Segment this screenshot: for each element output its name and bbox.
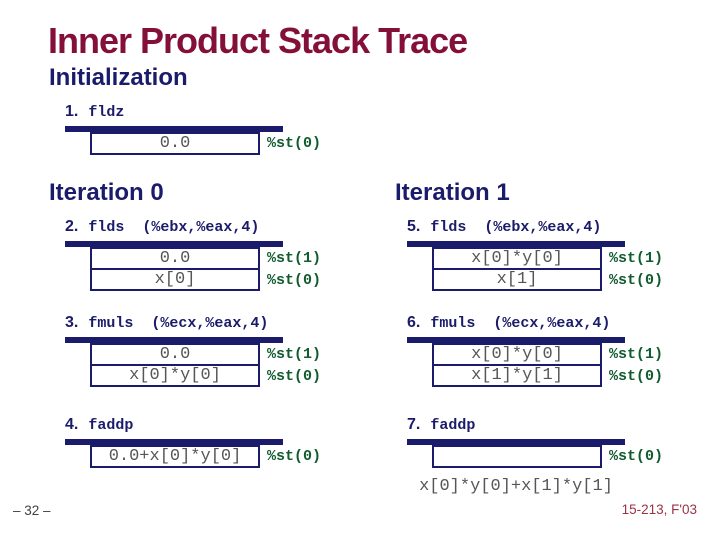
step-1-fldz: 1. fldz 0.0 %st(0)	[65, 103, 321, 155]
stack-row: x[1]*y[1] %st(0)	[432, 366, 663, 387]
instruction-text: faddp	[430, 417, 476, 434]
step-number: 6.	[407, 314, 421, 331]
page-number: – 32 –	[13, 503, 51, 518]
stack-row: x[0]*y[0] %st(1)	[432, 343, 663, 366]
step-instruction-line: 2. flds (%ebx,%eax,4)	[65, 218, 321, 236]
stack-row: x[0]*y[0] %st(0)	[90, 366, 321, 387]
register-label: %st(0)	[267, 368, 322, 385]
stack-row: 0.0+x[0]*y[0] %st(0)	[90, 445, 321, 468]
step-number: 1.	[65, 103, 79, 120]
step-instruction-line: 5. flds (%ebx,%eax,4)	[407, 218, 663, 236]
final-result-formula: x[0]*y[0]+x[1]*y[1]	[419, 477, 613, 496]
instruction-text: faddp	[88, 417, 134, 434]
register-label: %st(1)	[609, 346, 664, 363]
stack-top-bar	[65, 241, 283, 247]
step-instruction-line: 6. fmuls (%ecx,%eax,4)	[407, 314, 663, 332]
step-number: 3.	[65, 314, 79, 331]
register-label: %st(1)	[267, 250, 322, 267]
step-7-faddp: 7. faddp %st(0)	[407, 416, 663, 468]
stack-row: x[0] %st(0)	[90, 270, 321, 291]
step-instruction-line: 1. fldz	[65, 103, 321, 121]
stack-cell: x[0]*y[0]	[432, 247, 602, 270]
stack-cell: x[0]*y[0]	[90, 366, 260, 387]
register-label: %st(0)	[609, 368, 664, 385]
section-heading-iteration-0: Iteration 0	[49, 179, 164, 206]
step-5-flds: 5. flds (%ebx,%eax,4) x[0]*y[0] %st(1) x[…	[407, 218, 663, 291]
stack-cell: 0.0+x[0]*y[0]	[90, 445, 260, 468]
section-heading-iteration-1: Iteration 1	[395, 179, 510, 206]
step-4-faddp: 4. faddp 0.0+x[0]*y[0] %st(0)	[65, 416, 321, 468]
register-label: %st(1)	[609, 250, 664, 267]
register-label: %st(1)	[267, 346, 322, 363]
stack-top-bar	[407, 241, 625, 247]
page-title: Inner Product Stack Trace	[48, 20, 468, 61]
stack-cell: x[1]	[432, 270, 602, 291]
course-footer: 15-213, F'03	[621, 502, 697, 517]
stack-cell: 0.0	[90, 132, 260, 155]
step-instruction-line: 3. fmuls (%ecx,%eax,4)	[65, 314, 321, 332]
step-number: 2.	[65, 218, 79, 235]
stack-row: 0.0 %st(0)	[90, 132, 321, 155]
stack-cell: 0.0	[90, 343, 260, 366]
stack-row: %st(0)	[432, 445, 663, 468]
stack-top-bar	[65, 126, 283, 132]
stack-row: 0.0 %st(1)	[90, 247, 321, 270]
stack-row: 0.0 %st(1)	[90, 343, 321, 366]
stack-row: x[0]*y[0] %st(1)	[432, 247, 663, 270]
instruction-text: fldz	[88, 104, 125, 121]
instruction-text: fmuls (%ecx,%eax,4)	[430, 315, 611, 332]
stack-top-bar	[65, 337, 283, 343]
register-label: %st(0)	[609, 272, 664, 289]
stack-cell: 0.0	[90, 247, 260, 270]
stack-cell: x[0]	[90, 270, 260, 291]
stack-top-bar	[407, 439, 625, 445]
stack-row: x[1] %st(0)	[432, 270, 663, 291]
instruction-text: fmuls (%ecx,%eax,4)	[88, 315, 269, 332]
stack-cell: x[0]*y[0]	[432, 343, 602, 366]
step-number: 5.	[407, 218, 421, 235]
step-instruction-line: 4. faddp	[65, 416, 321, 434]
step-3-fmuls: 3. fmuls (%ecx,%eax,4) 0.0 %st(1) x[0]*y[…	[65, 314, 321, 387]
register-label: %st(0)	[609, 448, 664, 465]
stack-cell: x[1]*y[1]	[432, 366, 602, 387]
register-label: %st(0)	[267, 272, 322, 289]
step-6-fmuls: 6. fmuls (%ecx,%eax,4) x[0]*y[0] %st(1) x…	[407, 314, 663, 387]
step-instruction-line: 7. faddp	[407, 416, 663, 434]
stack-cell-empty	[432, 445, 602, 468]
instruction-text: flds (%ebx,%eax,4)	[88, 219, 260, 236]
register-label: %st(0)	[267, 448, 322, 465]
step-2-flds: 2. flds (%ebx,%eax,4) 0.0 %st(1) x[0] %st…	[65, 218, 321, 291]
stack-top-bar	[65, 439, 283, 445]
stack-top-bar	[407, 337, 625, 343]
step-number: 7.	[407, 416, 421, 433]
instruction-text: flds (%ebx,%eax,4)	[430, 219, 602, 236]
section-heading-initialization: Initialization	[49, 64, 188, 91]
register-label: %st(0)	[267, 135, 322, 152]
step-number: 4.	[65, 416, 79, 433]
